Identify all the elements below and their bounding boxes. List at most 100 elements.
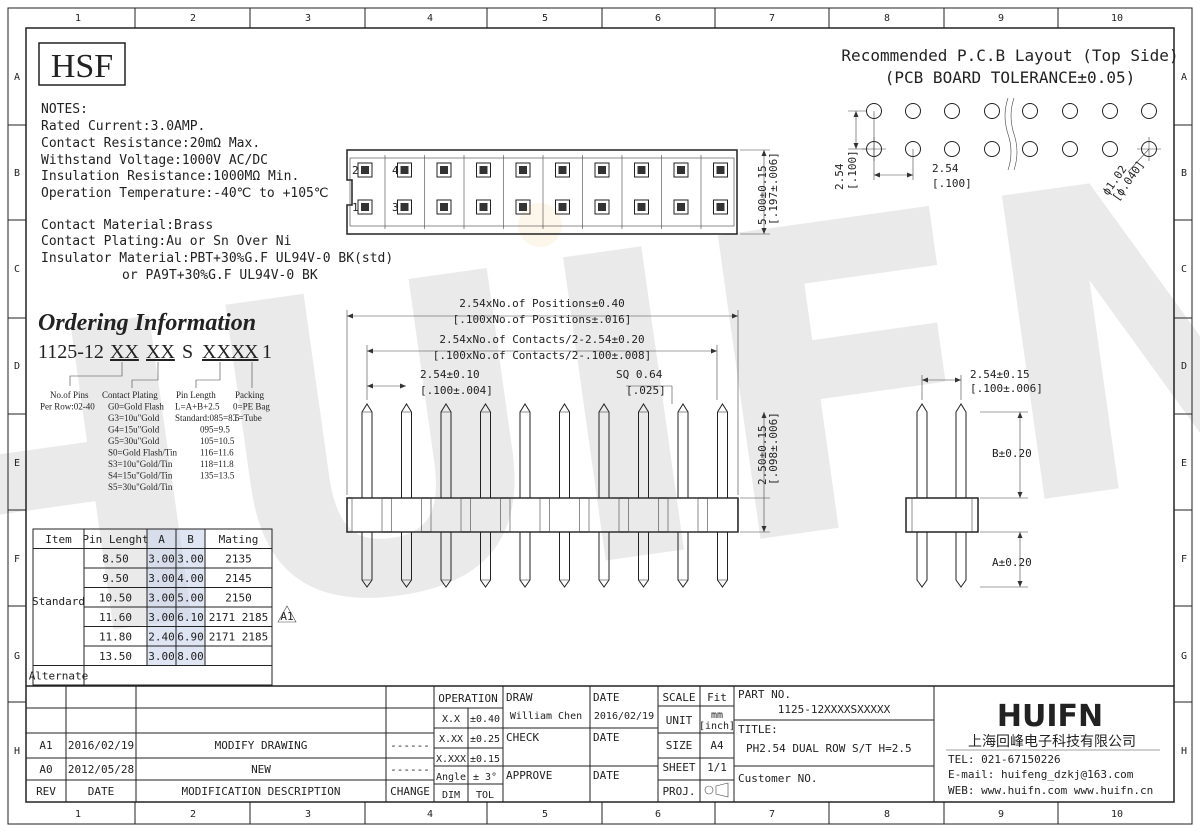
- tolerance-value: ±0.15: [470, 754, 500, 765]
- table-cell: 11.60: [99, 611, 132, 624]
- outer-frame: [7, 7, 1193, 825]
- table-cell: 6.10: [177, 611, 204, 624]
- pin-square-core: [361, 203, 369, 211]
- column-marker: 4: [427, 809, 433, 820]
- dim-b: B±0.20: [992, 447, 1032, 460]
- pin-label: 4: [392, 164, 399, 177]
- order-code-plating: XX: [146, 341, 175, 363]
- tolerance-value: ±0.40: [470, 714, 500, 725]
- pin-square-core: [400, 166, 409, 174]
- company-email: E-mail: huifeng_dzkj@163.com: [948, 768, 1134, 781]
- dim-pitch: 2.54±0.10: [420, 368, 480, 381]
- row-marker: H: [14, 746, 20, 757]
- pin-square: [436, 199, 452, 215]
- pin-square: [594, 199, 610, 215]
- ordering-packing-text: T=Tube: [233, 413, 262, 423]
- table-cell: 8.00: [177, 650, 204, 663]
- table-cell: 2150: [225, 592, 252, 605]
- side-view: 2.54±0.15[.100±.006]B±0.20A±0.20: [905, 368, 1043, 588]
- row-marker: G: [14, 651, 20, 662]
- pin-upper: [598, 403, 610, 498]
- pin-upper: [480, 403, 491, 498]
- size-value: A4: [710, 739, 724, 752]
- pin-square-core: [677, 203, 685, 211]
- arrow-head: [711, 348, 717, 354]
- housing-cell: [351, 497, 383, 533]
- table-group-label: Standard: [32, 595, 85, 608]
- part-number: 1125-12XXXXSXXXXX: [778, 703, 891, 716]
- pin-upper: [559, 403, 570, 498]
- pcb-title: Recommended P.C.B Layout (Top Side): [841, 46, 1178, 65]
- top-housing: [346, 149, 738, 235]
- pin-lower: [717, 532, 728, 588]
- arrow-head: [853, 143, 859, 149]
- column-marker: 7: [769, 13, 775, 24]
- scale-label: SCALE: [662, 691, 695, 704]
- arrow-head: [761, 150, 767, 156]
- tolerance-dim: X.XX: [439, 734, 463, 745]
- pcb-hole: [1022, 141, 1038, 157]
- pin-lower: [480, 532, 491, 588]
- title-label: TITLE:: [738, 723, 778, 736]
- sheet-value: 1/1: [707, 761, 727, 774]
- inner-frame: [25, 27, 1175, 803]
- pin-square: [555, 199, 570, 215]
- company-web: WEB: www.huifn.com www.huifn.cn: [948, 784, 1153, 797]
- pcb-hole: [944, 141, 960, 157]
- ordering-packing-text: Packing: [235, 390, 264, 400]
- pin-upper: [440, 403, 452, 498]
- pin-square-core: [440, 166, 448, 174]
- pin-square-core: [716, 166, 725, 174]
- table-cell: 3.00: [148, 572, 175, 585]
- table-cell: 3.00: [148, 592, 175, 605]
- pin-lower: [440, 532, 452, 588]
- pcb-dim-pitch-inch: [.100]: [932, 177, 972, 190]
- note-line: Contact Resistance:20mΩ Max.: [41, 136, 260, 151]
- pin-square: [713, 199, 728, 215]
- housing-cell: [430, 497, 462, 533]
- pin-square-core: [400, 203, 409, 211]
- side-pin-upper: [916, 403, 928, 498]
- order-code-pins: XX: [110, 341, 139, 363]
- arrow-head: [761, 526, 767, 532]
- table-cell: 2145: [225, 572, 252, 585]
- table-cell: 2135: [225, 553, 252, 566]
- rev-header: REV: [36, 785, 56, 798]
- tolerance-value: ±0.25: [470, 734, 500, 745]
- pcb-hole: [984, 141, 1000, 157]
- note-line: Operation Temperature:-40℃ to +105℃: [41, 186, 328, 201]
- pcb-tolerance: (PCB BOARD TOLERANCE±0.05): [885, 68, 1135, 87]
- pin-upper: [361, 403, 373, 498]
- unit-value: mm: [711, 710, 723, 721]
- break-symbol: [1010, 97, 1018, 171]
- pin-square-core: [519, 203, 527, 211]
- dim-height: 5.00±0.15: [756, 165, 769, 225]
- ordering-length-text: 095=9.5: [200, 425, 230, 435]
- pin-square-core: [716, 203, 725, 211]
- ordering-plating-text: S0=Gold Flash/Tin: [108, 448, 178, 458]
- column-marker: 5: [542, 13, 548, 24]
- dim-height-inch: [.098±.006]: [767, 412, 780, 485]
- table-cell: 9.50: [102, 572, 129, 585]
- note-line: Insulator Material:PBT+30%G.F UL94V-0 BK…: [41, 251, 393, 266]
- row-marker: D: [14, 361, 20, 372]
- pcb-hole: [1102, 103, 1118, 119]
- revision-triangle: [277, 605, 297, 623]
- operation-title: OPERATION: [438, 692, 498, 705]
- table-cell: 4.00: [177, 572, 204, 585]
- rev-change: ------: [390, 763, 430, 776]
- dim-height-inch: [.197±.006]: [767, 152, 780, 225]
- table-cell: 2171 2185: [209, 631, 269, 644]
- pin-square-core: [598, 166, 606, 174]
- rev-header: CHANGE: [390, 785, 430, 798]
- pin-square-core: [440, 203, 448, 211]
- table-header: Mating: [219, 533, 259, 546]
- note-line: Withstand Voltage:1000V AC/DC: [41, 153, 268, 168]
- rev-description: NEW: [251, 763, 271, 776]
- pin-square-core: [677, 166, 685, 174]
- column-marker: 4: [427, 13, 433, 24]
- row-marker: D: [1181, 361, 1187, 372]
- pin-upper: [677, 403, 689, 498]
- ordering-plating-text: Contact Plating: [102, 390, 158, 400]
